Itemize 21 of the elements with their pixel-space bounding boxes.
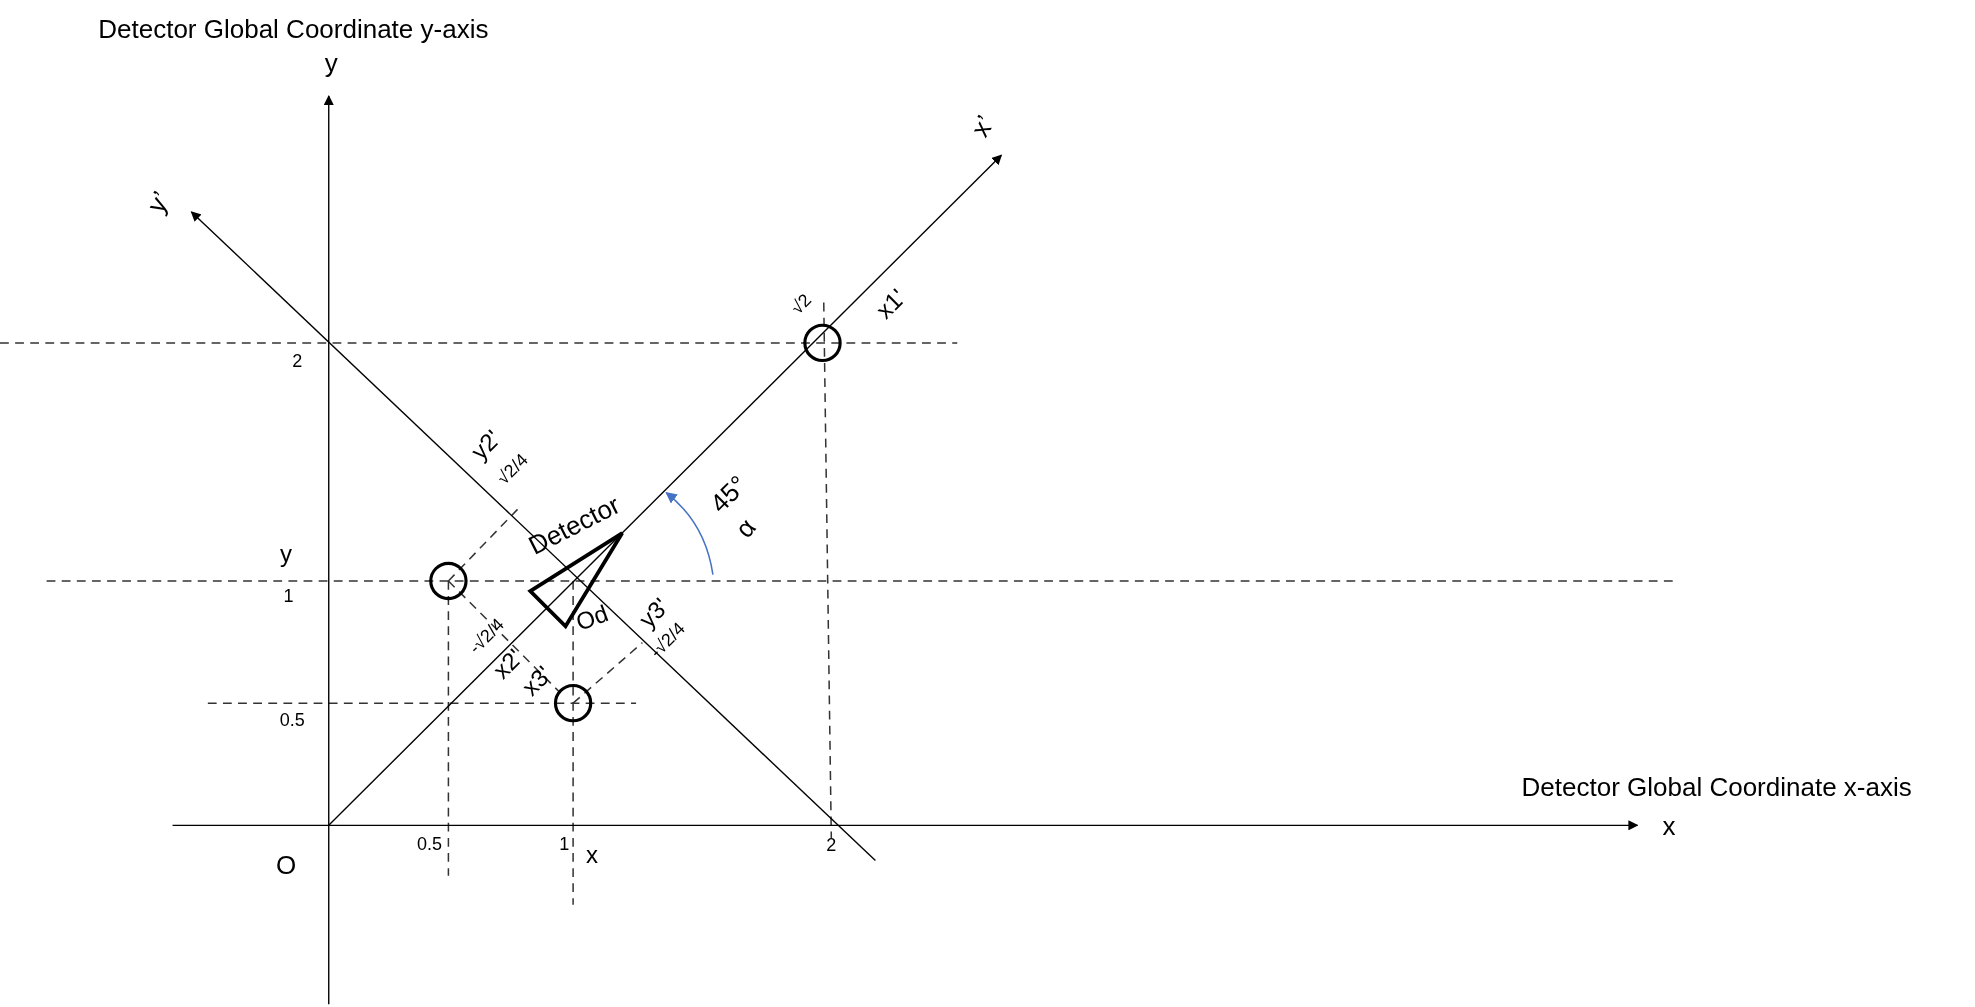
tick-label: 1 xyxy=(559,834,570,853)
target-circle xyxy=(803,323,842,363)
tick-label: 0.5 xyxy=(417,834,443,853)
target-circle xyxy=(553,683,593,723)
tick-label: 0.5 xyxy=(279,711,305,730)
axis-name: x xyxy=(1662,813,1676,840)
origin-label: O xyxy=(275,852,297,879)
target-circle xyxy=(429,561,468,601)
tick-label: 1 xyxy=(283,586,294,605)
axis-name: y xyxy=(324,49,338,76)
tick-label: 2 xyxy=(826,836,837,855)
origin-label: Od xyxy=(572,601,612,636)
coordinate-value: √2 xyxy=(787,290,815,317)
axis-name: y’ xyxy=(142,186,175,217)
axis-title: Detector Global Coordinate x-axis xyxy=(1521,774,1912,801)
axis-name: x’ xyxy=(966,111,999,141)
tick-label: 2 xyxy=(292,352,303,371)
axis-title: Detector Global Coordinate y-axis xyxy=(98,15,489,42)
point-label: x1' xyxy=(871,284,910,323)
coordinate-label: x xyxy=(586,843,598,868)
coordinate-label: y xyxy=(279,542,292,567)
